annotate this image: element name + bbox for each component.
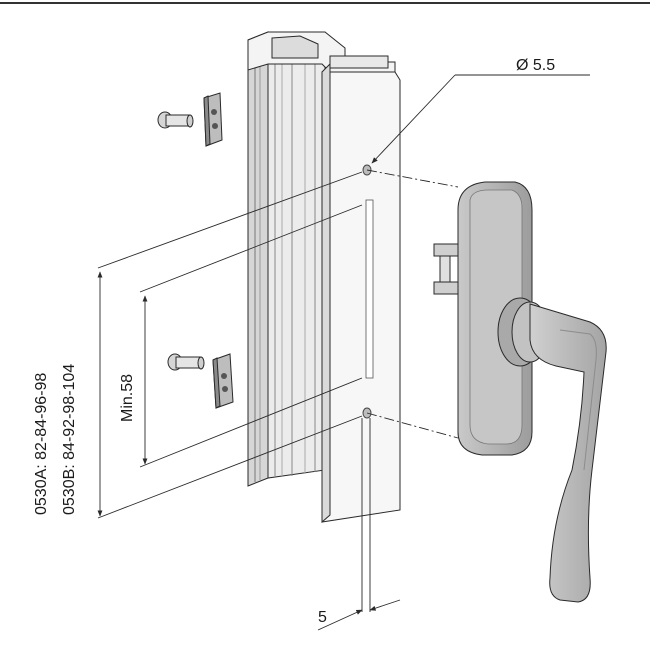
- upper-screw-and-nut: [157, 92, 223, 147]
- variant-b-label: 0530B: 84-92-98-104: [61, 364, 78, 515]
- dimension-lines: [97, 74, 590, 631]
- aluminium-profile: [247, 31, 401, 524]
- lower-screw-and-nut: [167, 353, 234, 409]
- variant-a-label: 0530A: 82-84-96-98: [33, 373, 50, 515]
- min-distance-label: Min.58: [119, 374, 136, 422]
- hole-diameter-label: Ø 5.5: [516, 57, 555, 74]
- window-handle: [433, 181, 607, 603]
- edge-offset-label: 5: [318, 609, 327, 626]
